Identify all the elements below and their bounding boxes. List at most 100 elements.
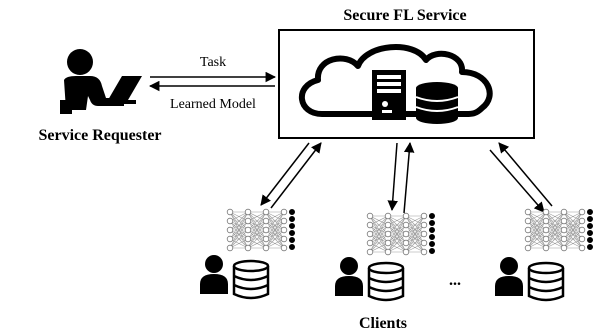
nn-edge bbox=[247, 220, 267, 249]
nn-edge bbox=[247, 229, 267, 249]
nn-edge bbox=[369, 233, 389, 253]
nn-node bbox=[366, 248, 374, 256]
server-icon bbox=[372, 70, 406, 120]
nn-edge bbox=[229, 211, 249, 222]
nn-edge bbox=[563, 211, 583, 222]
nn-edge bbox=[265, 211, 285, 240]
service-title: Secure FL Service bbox=[343, 7, 466, 24]
nn-node bbox=[384, 239, 392, 247]
nn-node bbox=[384, 248, 392, 256]
nn-edge bbox=[369, 215, 389, 226]
nn-node bbox=[429, 226, 436, 233]
middle-client-upload-arrow bbox=[403, 141, 415, 214]
nn-node bbox=[560, 217, 568, 225]
nn-node bbox=[524, 208, 532, 216]
nn-node bbox=[429, 233, 436, 240]
nn-node bbox=[226, 217, 234, 225]
nn-node bbox=[280, 244, 288, 252]
nn-node bbox=[289, 209, 296, 215]
middle-client-download-arrow bbox=[387, 142, 398, 212]
nn-node bbox=[578, 208, 586, 216]
nn-edge bbox=[563, 211, 583, 231]
nn-node bbox=[244, 244, 252, 252]
nn-node bbox=[262, 235, 270, 243]
neural-network-icon bbox=[366, 212, 436, 256]
nn-node bbox=[402, 212, 410, 220]
nn-node bbox=[280, 217, 288, 225]
nn-edge bbox=[387, 242, 407, 253]
nn-node bbox=[420, 221, 428, 229]
nn-edge bbox=[387, 215, 407, 253]
nn-edge bbox=[369, 242, 389, 253]
nn-edge bbox=[229, 211, 249, 249]
nn-edge bbox=[563, 211, 583, 249]
nn-edge bbox=[265, 211, 285, 249]
nn-node bbox=[244, 217, 252, 225]
left-client-download-arrow bbox=[260, 142, 310, 206]
nn-node bbox=[280, 226, 288, 234]
nn-node bbox=[587, 229, 594, 236]
nn-edge bbox=[527, 220, 547, 249]
nn-node bbox=[244, 226, 252, 234]
nn-node bbox=[402, 248, 410, 256]
nn-node bbox=[384, 230, 392, 238]
nn-node bbox=[524, 226, 532, 234]
person-icon bbox=[335, 257, 363, 296]
nn-node bbox=[542, 235, 550, 243]
nn-edge bbox=[229, 238, 249, 249]
nn-edge bbox=[265, 211, 285, 231]
clients-label: Clients bbox=[359, 315, 407, 332]
nn-node bbox=[384, 221, 392, 229]
nn-node bbox=[524, 244, 532, 252]
nn-node bbox=[262, 217, 270, 225]
client-left bbox=[200, 255, 270, 300]
nn-edge bbox=[563, 229, 583, 249]
nn-node bbox=[366, 230, 374, 238]
nn-edge bbox=[527, 211, 547, 222]
nn-node bbox=[402, 221, 410, 229]
nn-edge bbox=[387, 215, 407, 226]
nn-node bbox=[524, 217, 532, 225]
nn-node bbox=[587, 222, 594, 229]
nn-node bbox=[280, 208, 288, 216]
nn-node bbox=[244, 235, 252, 243]
nn-node bbox=[429, 213, 436, 219]
neural-network-icon bbox=[226, 208, 296, 252]
nn-node bbox=[420, 230, 428, 238]
nn-edge bbox=[247, 211, 267, 240]
nn-node bbox=[542, 244, 550, 252]
nn-node bbox=[289, 229, 296, 236]
nn-node bbox=[587, 236, 594, 243]
nn-node bbox=[587, 244, 594, 251]
nn-node bbox=[366, 212, 374, 220]
nn-node bbox=[402, 230, 410, 238]
nn-node bbox=[560, 208, 568, 216]
task-label: Task bbox=[200, 55, 226, 70]
nn-node bbox=[542, 217, 550, 225]
nn-node bbox=[587, 209, 594, 215]
nn-node bbox=[578, 226, 586, 234]
nn-edge bbox=[527, 211, 547, 249]
nn-edge bbox=[545, 238, 565, 249]
nn-edge bbox=[405, 233, 425, 253]
nn-node bbox=[524, 235, 532, 243]
nn-node bbox=[289, 244, 296, 251]
nn-edge bbox=[387, 215, 407, 235]
nn-edge bbox=[545, 211, 565, 249]
nn-node bbox=[560, 244, 568, 252]
nn-node bbox=[560, 226, 568, 234]
nn-node bbox=[420, 248, 428, 256]
nn-edge bbox=[527, 229, 547, 249]
service-requester-label: Service Requester bbox=[38, 127, 161, 144]
nn-node bbox=[560, 235, 568, 243]
nn-edge bbox=[265, 238, 285, 249]
person-laptop-icon bbox=[60, 49, 142, 114]
nn-edge bbox=[265, 211, 285, 222]
nn-edge bbox=[545, 211, 565, 240]
nn-edge bbox=[369, 224, 389, 253]
nn-node bbox=[542, 226, 550, 234]
nn-node bbox=[429, 240, 436, 247]
nn-node bbox=[262, 244, 270, 252]
nn-edge bbox=[247, 211, 267, 231]
nn-edge bbox=[545, 229, 565, 249]
